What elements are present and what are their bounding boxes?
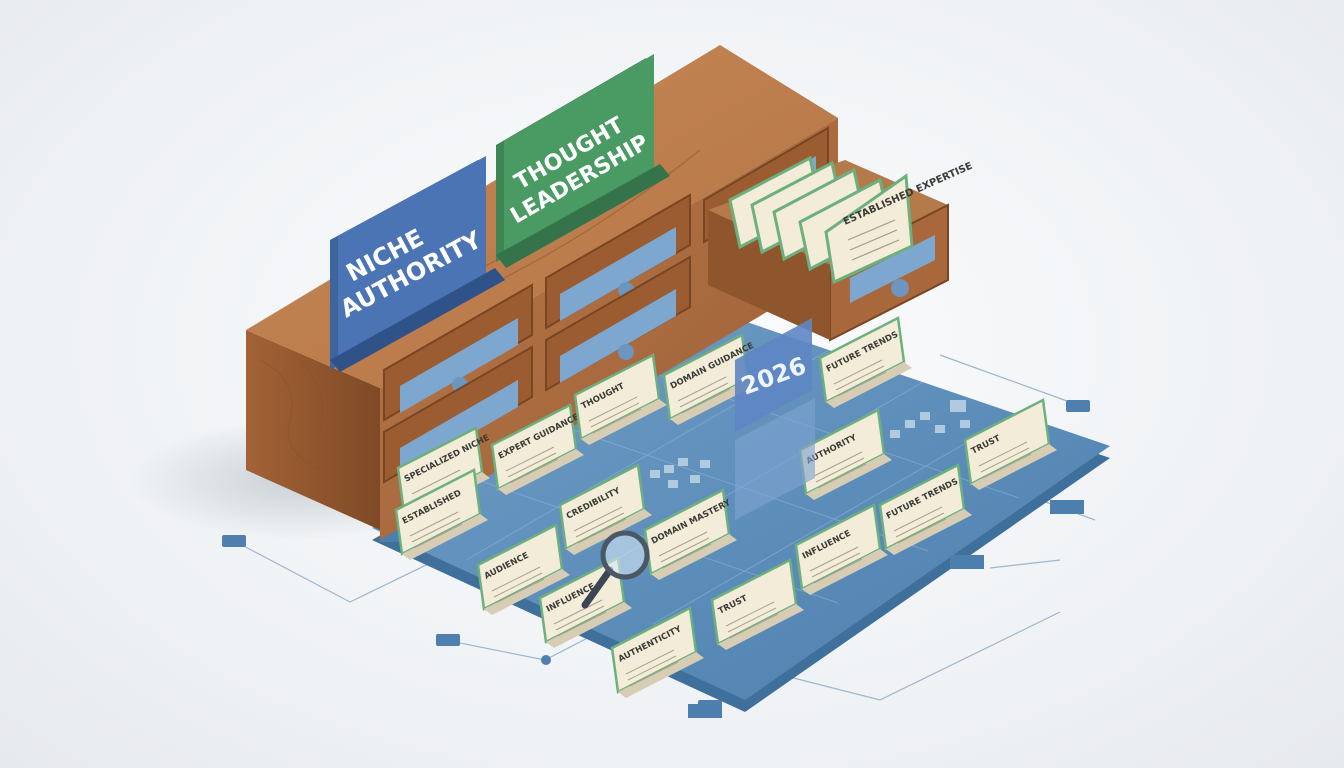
grid-card-text-line — [590, 402, 640, 428]
grid-card[interactable]: TRUST — [710, 558, 804, 650]
grid-card-text-line — [815, 457, 865, 483]
grid-card-text-line — [982, 453, 1032, 479]
drawer[interactable] — [545, 193, 691, 330]
grid-card-text-line — [557, 611, 607, 637]
grid-card-text-line — [813, 558, 863, 584]
drawer-front-card — [824, 173, 914, 285]
grid-card-text-line — [893, 506, 943, 532]
magnifier-icon — [581, 530, 650, 609]
grid-card-text-line — [679, 382, 729, 408]
grid-card-text-line — [573, 506, 623, 532]
grid-card-text-line — [493, 572, 543, 598]
grid-card-text-line — [895, 512, 945, 538]
grid-card-text-line — [980, 447, 1030, 473]
grid-card-text-line — [811, 552, 861, 578]
grid-card-text-line — [592, 408, 642, 434]
grid-card-text-line — [411, 469, 461, 495]
grid-card-text-line — [491, 566, 541, 592]
grid-card-text-line — [577, 518, 627, 544]
grid-card-text-line — [662, 543, 712, 569]
grid-card-text-line — [729, 613, 779, 639]
grid-card-text-line — [817, 463, 867, 489]
grid-card-text-line — [413, 523, 463, 549]
grid-card[interactable]: EXPERT GUIDANCE — [490, 403, 584, 495]
grid-card-text-line — [837, 371, 887, 397]
grid-card-text-line — [677, 376, 727, 402]
grid-card-text-line — [660, 537, 710, 563]
sign-thought-leadership: THOUGHT LEADERSHIP — [496, 54, 670, 268]
data-pixel-cluster — [650, 400, 970, 488]
grid-card-text-line — [555, 605, 605, 631]
drawer[interactable] — [545, 255, 691, 392]
grid-card-text-line — [813, 451, 863, 477]
grid-card-text-line — [553, 599, 603, 625]
drawer[interactable] — [383, 283, 533, 422]
grid-card-text-line — [833, 359, 883, 385]
grid-card-text-line — [588, 396, 638, 422]
grid-card-text-line — [725, 601, 775, 627]
grid-card[interactable]: THOUGHT — [573, 353, 667, 445]
grid-card-text-line — [809, 546, 859, 572]
grid-card[interactable]: CREDIBILITY — [558, 463, 652, 555]
open-drawer[interactable]: ESTABLISHED EXPERTISE — [708, 155, 974, 342]
grid-card-text-line — [505, 446, 555, 472]
sign-niche-authority: NICHE AUTHORITY — [330, 156, 505, 372]
grid-card-text-line — [978, 441, 1028, 467]
grid-card-text-line — [835, 365, 885, 391]
grid-card-text-line — [507, 452, 557, 478]
grid-card-text-line — [658, 531, 708, 557]
grid-card[interactable]: FUTURE TRENDS — [878, 463, 972, 555]
grid-card-text-line — [897, 518, 947, 544]
grid-card-text-line — [411, 517, 461, 543]
grid-card-text-line — [629, 661, 679, 687]
year-panel: 2026 — [735, 318, 815, 520]
grid-card-text-line — [625, 649, 675, 675]
grid-card-text-line — [727, 607, 777, 633]
grid-card-text-line — [681, 388, 731, 414]
grid-card-text-line — [509, 458, 559, 484]
grid-card[interactable]: ESTABLISHED — [394, 468, 488, 560]
grid-card[interactable]: INFLUENCE — [794, 503, 888, 595]
grid-card-text-line — [409, 511, 459, 537]
grid-card-text-line — [575, 512, 625, 538]
grid-card[interactable]: TRUST — [963, 398, 1057, 490]
grid-card-text-line — [495, 578, 545, 604]
grid-card-text-line — [627, 655, 677, 681]
